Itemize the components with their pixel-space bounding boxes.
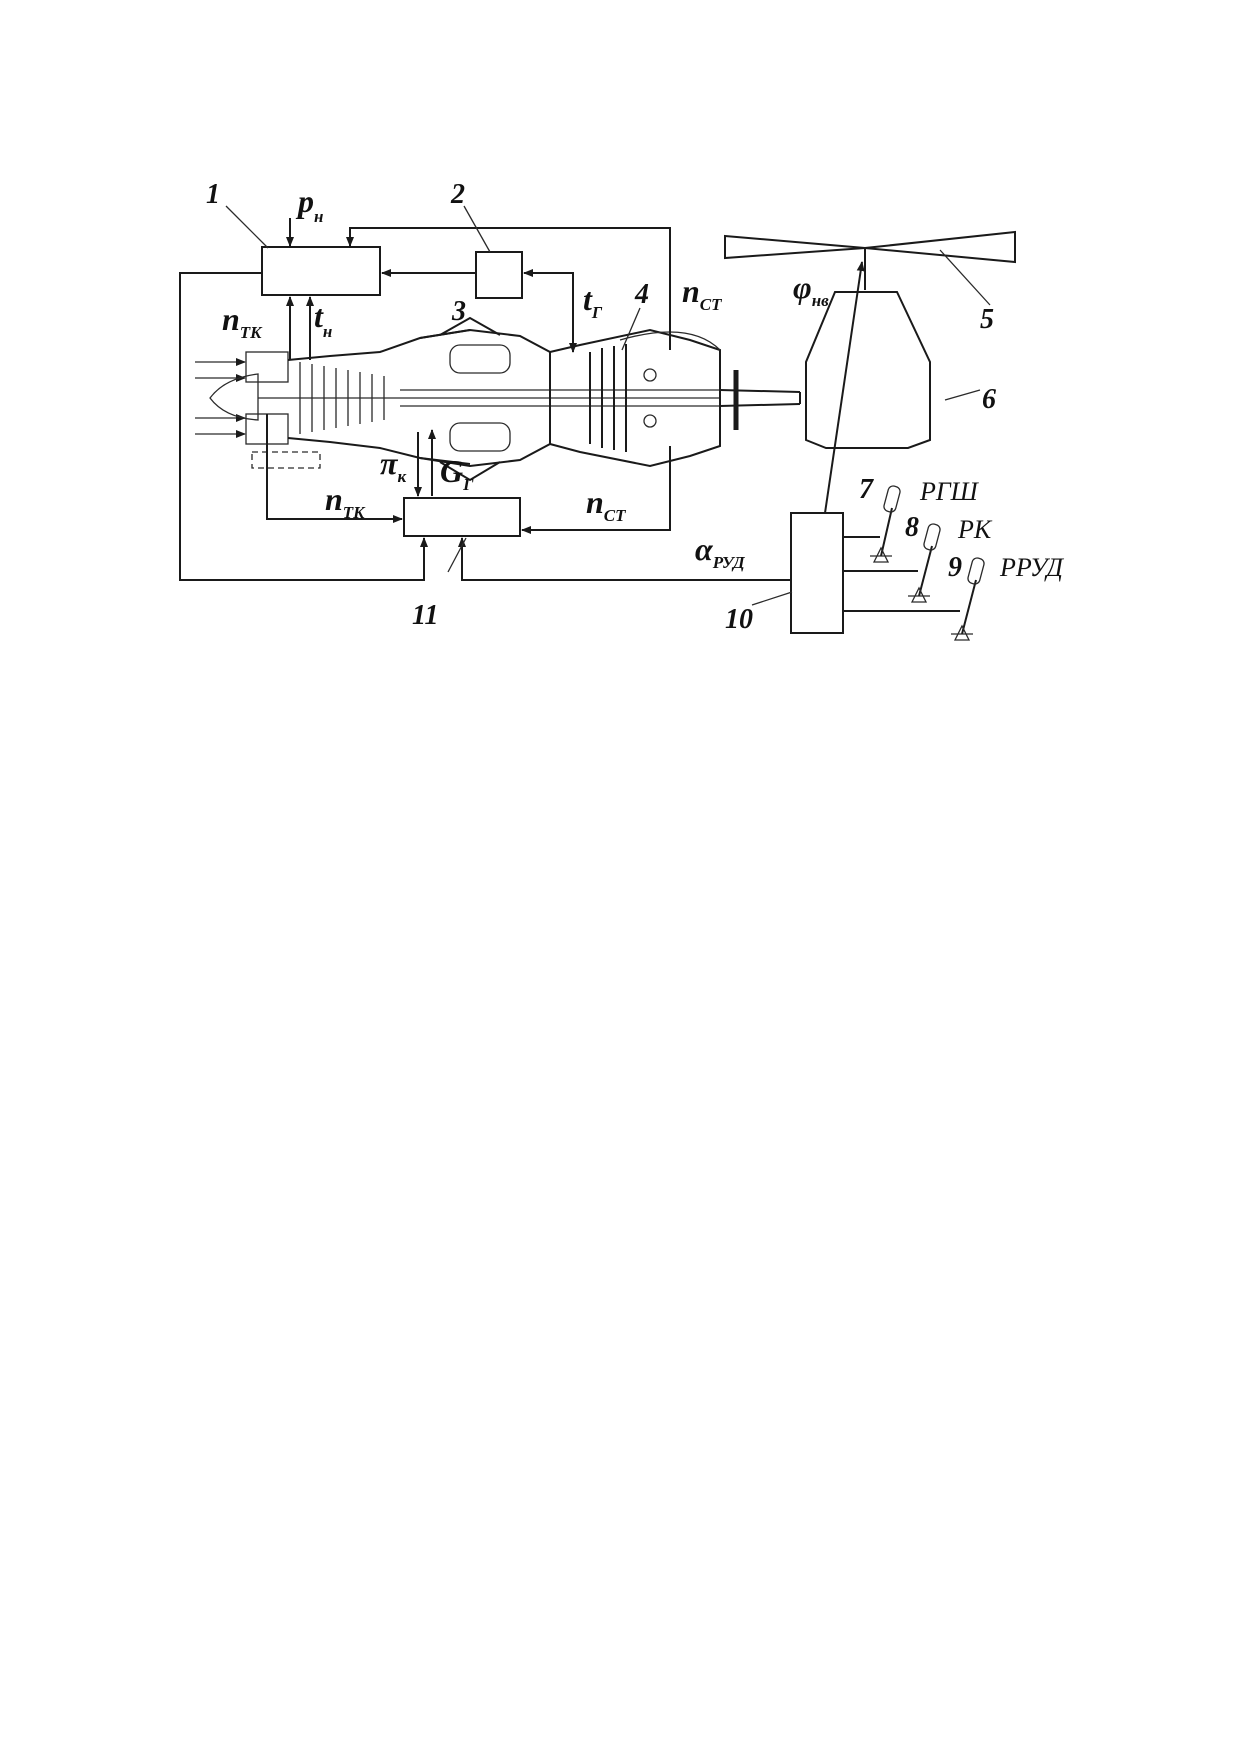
rotor-blade-left xyxy=(724,234,866,260)
turboshaft-engine-drawing xyxy=(195,316,801,482)
callout-7: 7 xyxy=(859,474,874,505)
output-shaft xyxy=(719,389,801,393)
signal-n-st-lower: nCT xyxy=(586,484,626,525)
callout-10: 10 xyxy=(725,604,753,635)
rotor-blade-right xyxy=(864,230,1016,264)
signal-lines xyxy=(179,218,960,612)
callout-5: 5 xyxy=(980,304,994,335)
signal-g-g: GГ xyxy=(440,453,474,494)
callout-6: 6 xyxy=(982,384,996,415)
callout-labels: 1 2 3 4 5 6 7 8 9 10 11 xyxy=(206,179,996,635)
lever-label-rrud: РРУД xyxy=(999,553,1064,582)
lever-rgsh xyxy=(870,485,901,563)
signal-t-g: tГ xyxy=(583,281,603,322)
callout-11: 11 xyxy=(412,600,438,631)
lever-label-rk: РК xyxy=(957,515,993,544)
callout-4: 4 xyxy=(634,279,649,310)
callout-leaders xyxy=(225,205,991,606)
callout-2: 2 xyxy=(450,179,465,210)
callout-8: 8 xyxy=(905,512,919,543)
block-1 xyxy=(261,246,381,296)
signal-n-tk-upper: nTK xyxy=(222,301,263,342)
signal-p-h: pн xyxy=(295,183,323,226)
engine-nose-cone xyxy=(209,373,259,421)
lever-label-rgsh: РГШ xyxy=(919,477,980,506)
block-10 xyxy=(790,512,844,634)
callout-1: 1 xyxy=(206,179,220,210)
main-gearbox xyxy=(805,291,931,449)
signal-t-h: tн xyxy=(314,298,332,341)
signal-pi-k: πк xyxy=(380,445,406,486)
lever-rk xyxy=(908,523,941,603)
signal-phi-nv: φнв xyxy=(793,269,829,310)
signal-n-st-upper: nCT xyxy=(682,273,722,314)
turbine-casing xyxy=(549,328,721,468)
block-2 xyxy=(475,251,523,299)
block-11 xyxy=(403,497,521,537)
callout-9: 9 xyxy=(948,552,962,583)
main-rotor xyxy=(724,230,1016,290)
inlet-air-arrows xyxy=(195,358,246,438)
lever-names: РГШ РК РРУД xyxy=(919,477,1064,582)
callout-3: 3 xyxy=(451,296,466,327)
lever-rrud xyxy=(951,557,985,641)
turbine-disks xyxy=(589,344,627,452)
signal-labels: pн nTK tн tГ nCT φнв πк GГ nTK nCT αРУД xyxy=(222,183,829,572)
combustion-chamber xyxy=(419,328,551,468)
signal-n-tk-lower: nTK xyxy=(325,481,366,522)
signal-alpha-rud: αРУД xyxy=(695,531,746,572)
